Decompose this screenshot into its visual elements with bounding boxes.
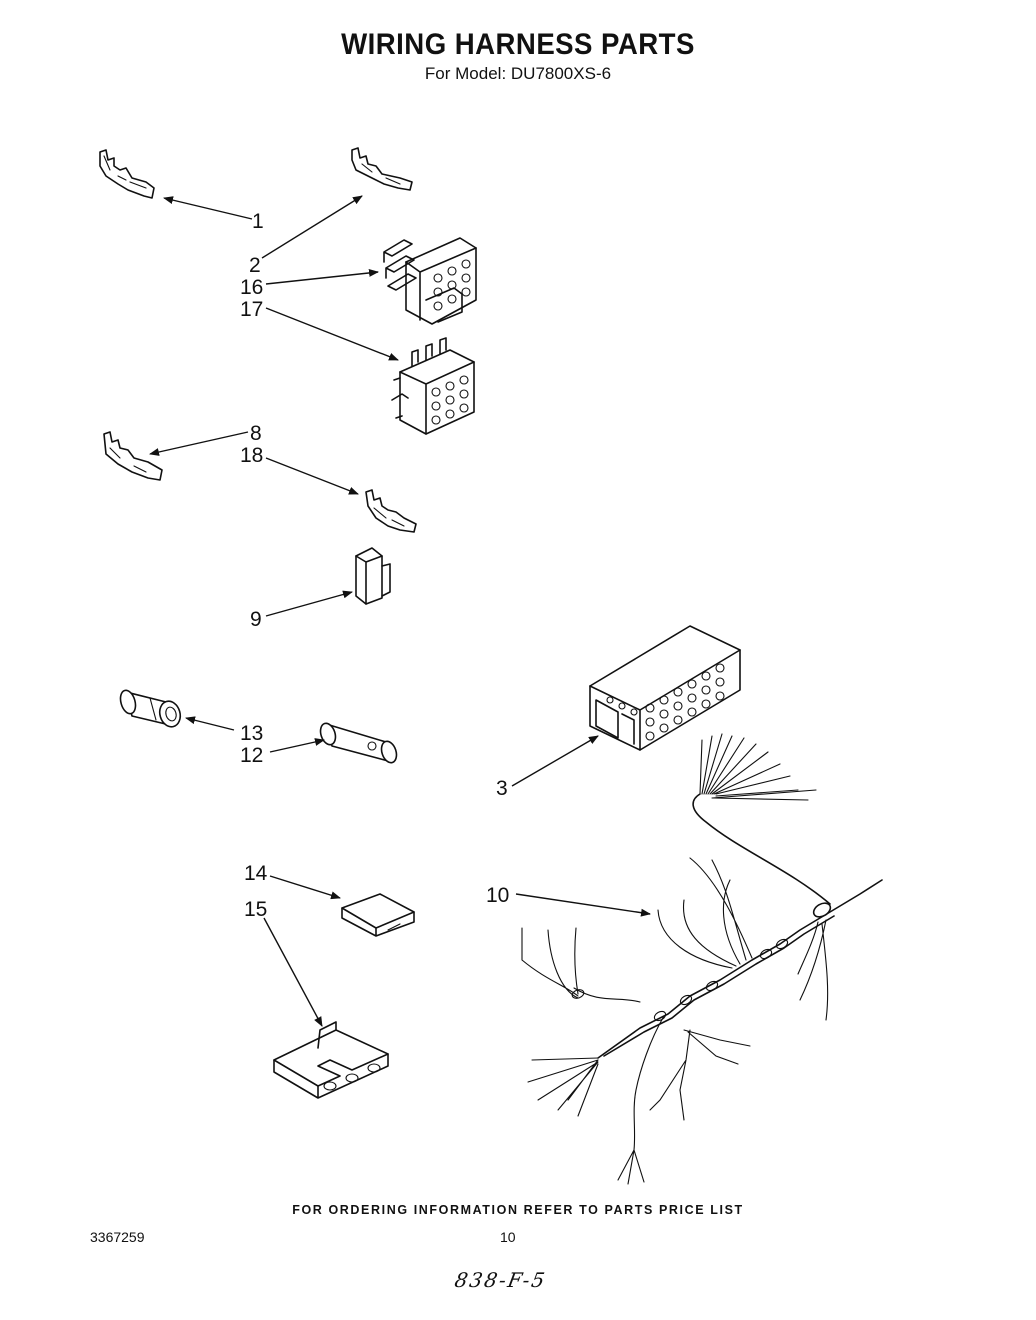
- callout-15: 15: [244, 898, 267, 921]
- callout-3: 3: [496, 777, 508, 800]
- callout-18: 18: [240, 444, 263, 467]
- callout-1: 1: [252, 210, 264, 233]
- clip-part-15: [273, 1021, 389, 1099]
- callout-14: 14: [244, 862, 268, 885]
- connector-part-17: [391, 337, 475, 435]
- page-number: 10: [500, 1229, 516, 1245]
- wiring-harness-part-10: [521, 733, 883, 1185]
- connector-block-part-3: [589, 625, 741, 751]
- connector-part-16: [383, 237, 477, 325]
- terminal-part-8: [103, 431, 163, 481]
- callout-9: 9: [250, 608, 262, 631]
- callout-8: 8: [250, 422, 262, 445]
- ordering-info-note: FOR ORDERING INFORMATION REFER TO PARTS …: [292, 1203, 744, 1217]
- callout-10: 10: [486, 884, 509, 907]
- model-subtitle: For Model: DU7800XS-6: [424, 64, 612, 83]
- clip-part-14: [341, 893, 415, 937]
- terminal-part-1: [99, 149, 155, 199]
- connector-part-13: [119, 689, 182, 728]
- document-number: 3367259: [90, 1229, 145, 1245]
- callout-2: 2: [249, 254, 261, 277]
- page-title: WIRING HARNESS PARTS: [341, 28, 695, 61]
- callout-12: 12: [240, 744, 263, 767]
- splice-part-12: [319, 722, 398, 764]
- callout-13: 13: [240, 722, 263, 745]
- callout-16: 16: [240, 276, 263, 299]
- handwritten-note: 838-F-5: [452, 1268, 549, 1292]
- terminal-part-18: [365, 489, 417, 533]
- connector-part-9: [355, 547, 391, 605]
- leader-lines: [149, 195, 651, 1027]
- terminal-part-2: [351, 147, 413, 191]
- callout-17: 17: [240, 298, 263, 321]
